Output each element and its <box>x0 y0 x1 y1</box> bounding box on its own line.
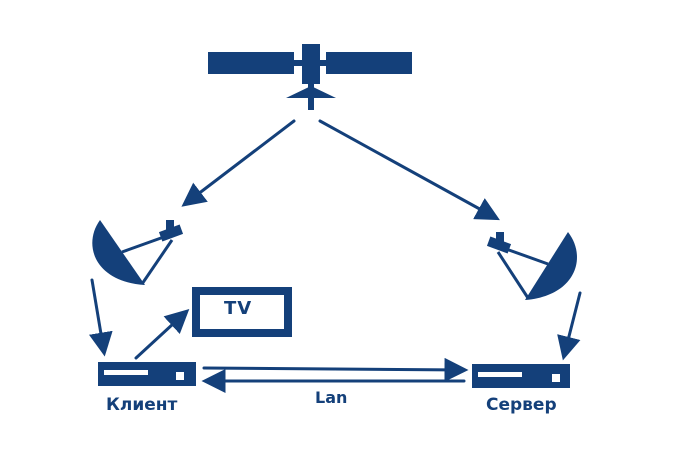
cable-arrows <box>88 278 582 361</box>
arrow-icon <box>202 357 469 382</box>
dish-icon <box>486 232 577 300</box>
satellite-icon <box>208 44 412 110</box>
arrow-icon <box>181 119 296 207</box>
dish-icon <box>92 220 184 285</box>
arrow-icon <box>557 291 582 361</box>
receiver-icon <box>472 364 570 388</box>
tv-label: TV <box>224 298 253 319</box>
downlink-arrows <box>181 119 500 221</box>
arrow-icon <box>88 278 113 357</box>
tv-icon <box>192 287 292 337</box>
server-label: Сервер <box>486 395 557 415</box>
receiver-icon <box>98 362 196 386</box>
client-label: Клиент <box>106 395 178 415</box>
lan-label: Lan <box>315 388 348 407</box>
arrow-icon <box>134 308 190 360</box>
arrow-icon <box>318 119 500 221</box>
lan-arrows <box>201 357 469 393</box>
